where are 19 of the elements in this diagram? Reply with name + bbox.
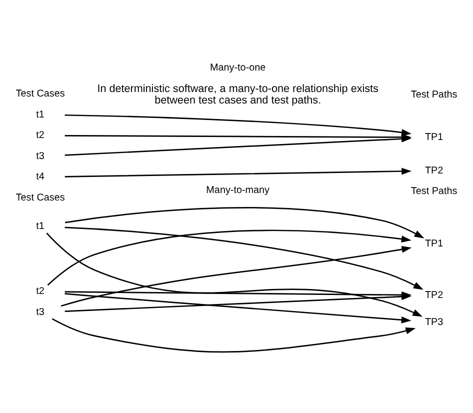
label: Test Cases — [16, 192, 65, 203]
node-text: t3 — [36, 150, 44, 162]
label: Many-to-many — [206, 184, 270, 196]
node-text: t2 — [36, 286, 44, 297]
label: Many-to-one — [210, 62, 266, 73]
node-text: t4 — [36, 171, 44, 182]
node-text: TP1 — [424, 131, 444, 142]
label: In deterministic software, a many-to-one relationship exists between test cases and test paths. — [97, 82, 378, 106]
node-text: TP2 — [424, 164, 444, 176]
node-text: t1 — [36, 220, 44, 232]
label: Test Cases — [16, 88, 65, 100]
node-text: TP2 — [424, 289, 444, 300]
node-text: TP1 — [424, 238, 444, 249]
label: Test Paths — [410, 89, 458, 100]
node-text: t1 — [36, 108, 44, 120]
node-text: t3 — [36, 306, 44, 318]
node-text: TP3 — [424, 316, 444, 328]
node-text: t2 — [36, 130, 44, 141]
label: Test Paths — [410, 186, 458, 197]
